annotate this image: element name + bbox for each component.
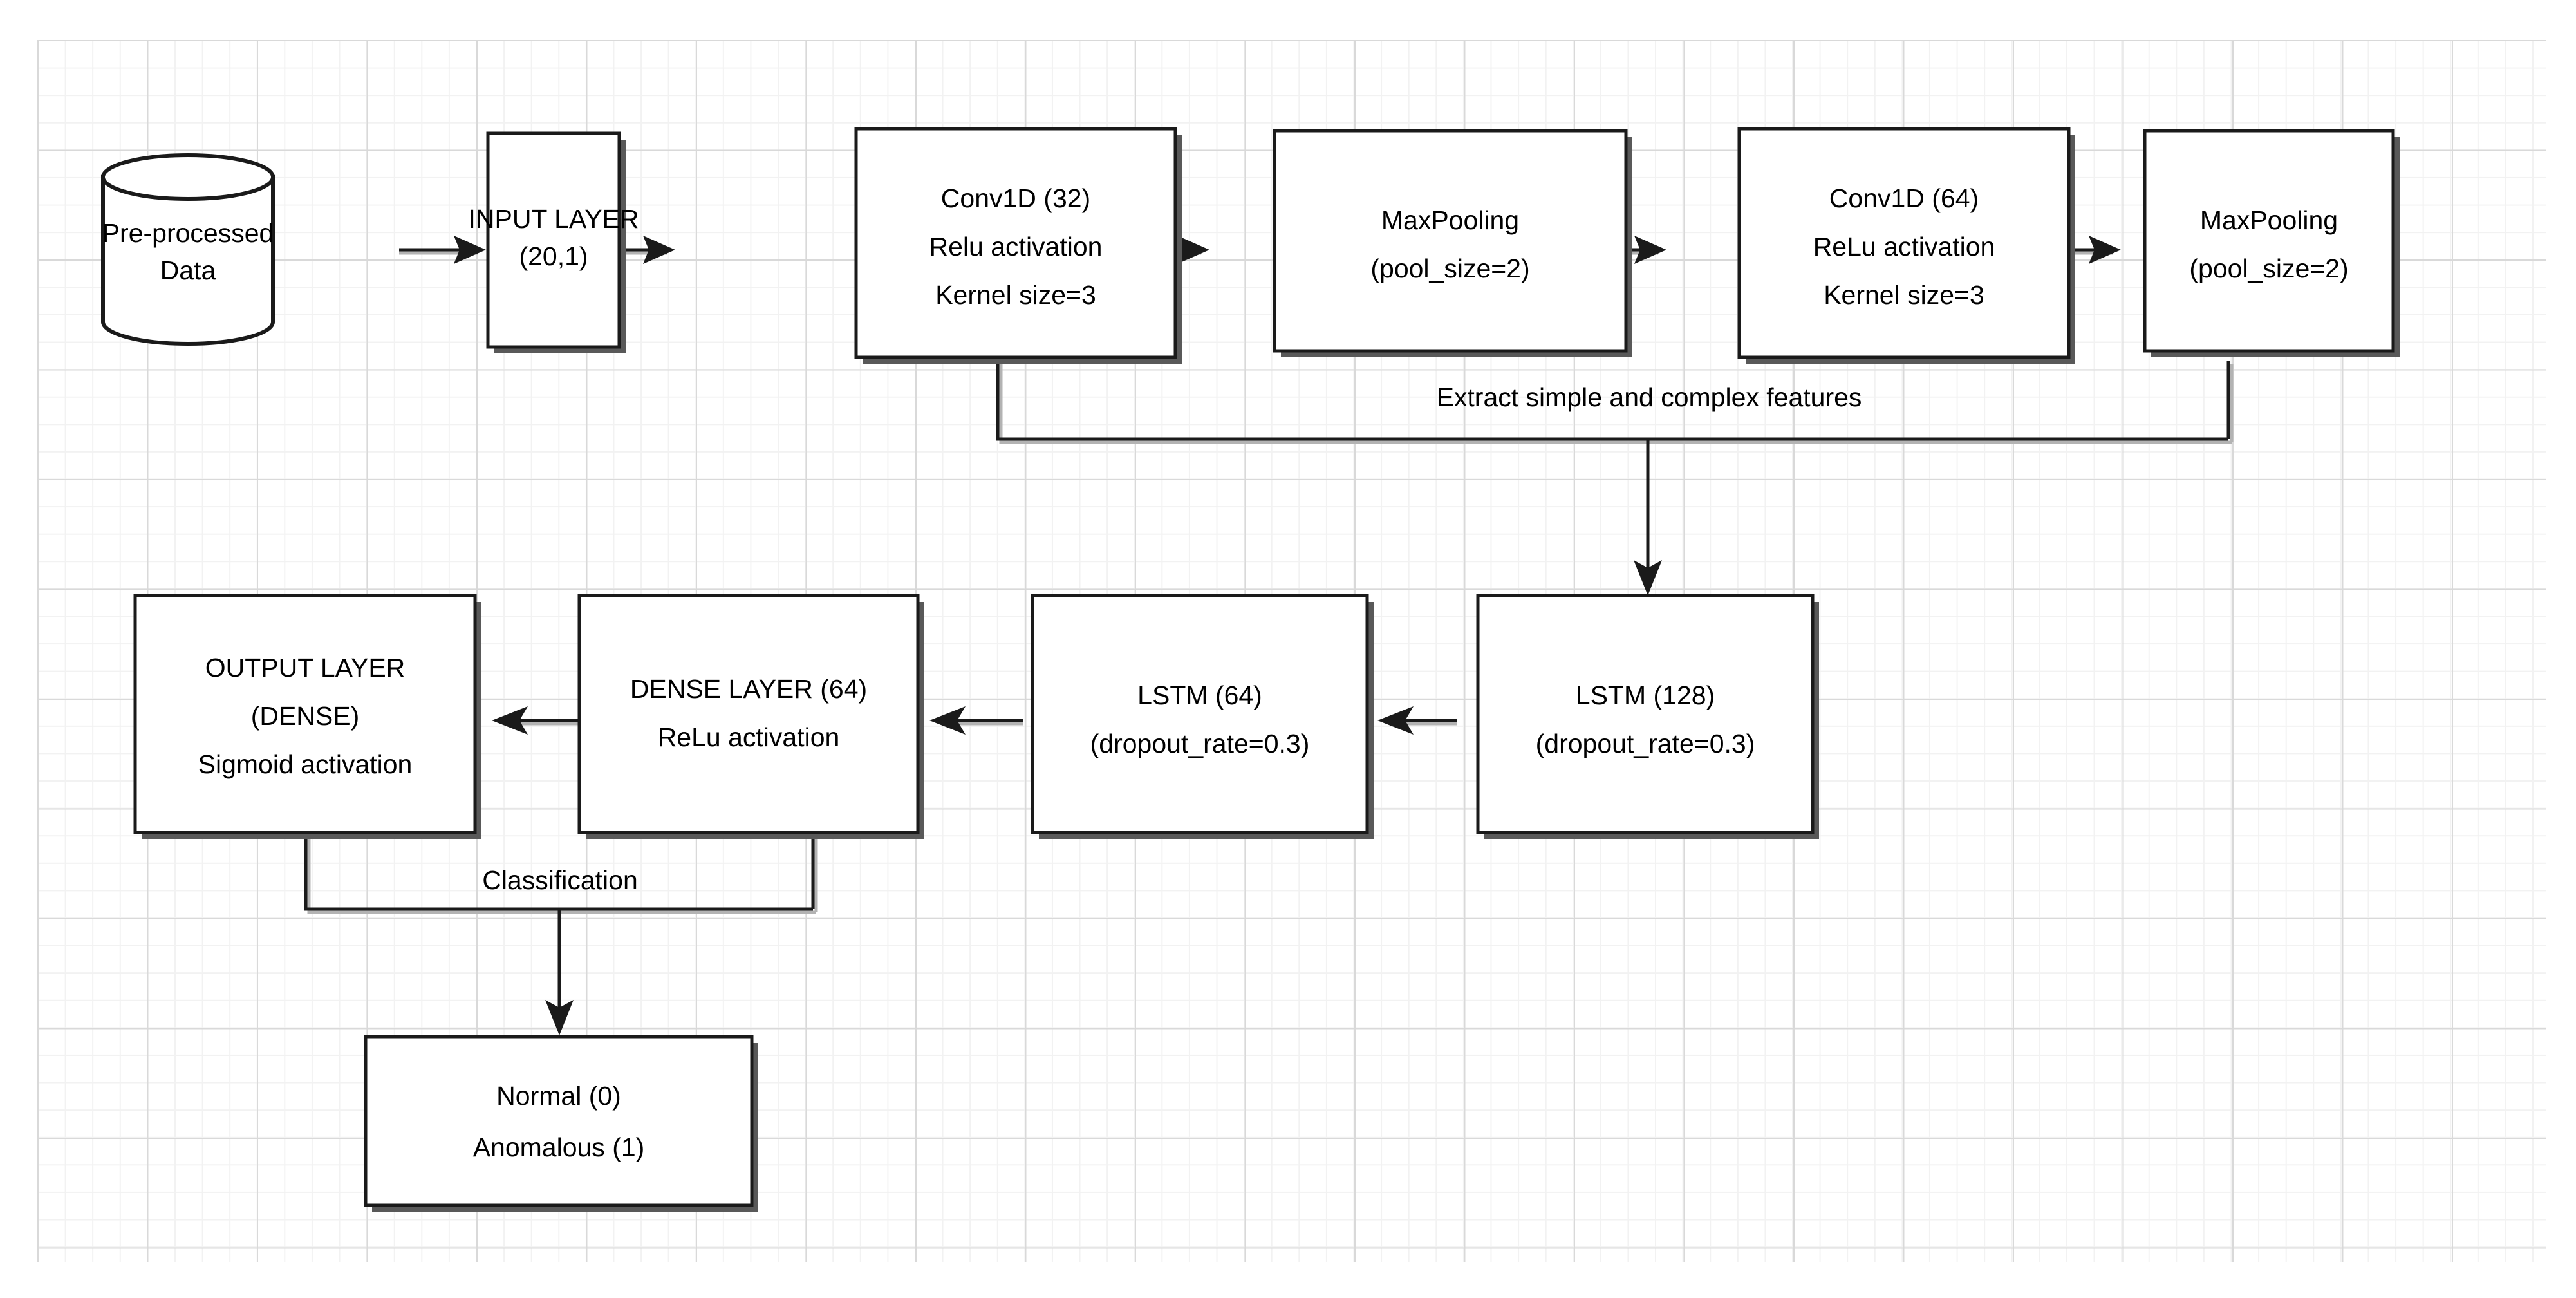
edge-data-to-input (399, 236, 486, 264)
edge-feature-bus (996, 361, 2234, 596)
node-conv1d-64-line-1: ReLu activation (1813, 232, 1995, 261)
node-lstm-64-line-1: (dropout_rate=0.3) (1090, 729, 1310, 758)
node-classes[interactable]: Normal (0) Anomalous (1) (364, 1035, 758, 1212)
node-input-layer[interactable]: INPUT LAYER (20,1) (468, 131, 639, 353)
edge-lstm64-to-dense (929, 706, 1023, 735)
node-maxpooling-1-line-1: (pool_size=2) (1370, 254, 1529, 283)
node-classes-line-0: Normal (0) (496, 1081, 621, 1111)
edge-input-to-conv1 (622, 236, 675, 264)
node-maxpooling-2[interactable]: MaxPooling (pool_size=2) (2143, 129, 2400, 357)
node-maxpooling-1-line-0: MaxPooling (1381, 205, 1519, 235)
node-preprocessed-data-line-0: Pre-processed (102, 218, 274, 248)
node-output-layer-line-1: (DENSE) (251, 701, 360, 731)
node-classes-line-1: Anomalous (1) (473, 1133, 645, 1162)
edge-pool1-to-conv2 (1629, 236, 1666, 264)
node-lstm-128-line-1: (dropout_rate=0.3) (1536, 729, 1755, 758)
edge-conv2-to-pool2 (2071, 236, 2121, 264)
node-lstm-64-line-0: LSTM (64) (1137, 681, 1262, 710)
node-conv1d-64-line-0: Conv1D (64) (1829, 183, 1979, 213)
edge-label-classification: Classification (482, 865, 638, 895)
node-dense-layer-64-line-0: DENSE LAYER (64) (630, 674, 867, 704)
node-conv1d-32[interactable]: Conv1D (32) Relu activation Kernel size=… (854, 127, 1182, 364)
node-conv1d-64-line-2: Kernel size=3 (1824, 280, 1984, 310)
node-maxpooling-1[interactable]: MaxPooling (pool_size=2) (1273, 129, 1632, 357)
node-dense-layer-64[interactable]: DENSE LAYER (64) ReLu activation (577, 594, 924, 839)
node-lstm-64[interactable]: LSTM (64) (dropout_rate=0.3) (1031, 594, 1374, 839)
edge-lstm128-to-lstm64 (1377, 706, 1457, 735)
node-preprocessed-data[interactable]: Pre-processed Data (101, 153, 275, 346)
node-lstm-128-line-0: LSTM (128) (1576, 681, 1715, 710)
node-dense-layer-64-line-1: ReLu activation (658, 722, 840, 752)
node-output-layer[interactable]: OUTPUT LAYER (DENSE) Sigmoid activation (133, 594, 481, 839)
node-conv1d-64[interactable]: Conv1D (64) ReLu activation Kernel size=… (1737, 127, 2075, 364)
node-preprocessed-data-line-1: Data (160, 256, 216, 285)
node-input-layer-line-1: (20,1) (519, 241, 588, 271)
edge-dense-to-output (492, 706, 578, 735)
node-lstm-128[interactable]: LSTM (128) (dropout_rate=0.3) (1476, 594, 1819, 839)
edge-label-features: Extract simple and complex features (1437, 382, 1862, 412)
node-conv1d-32-line-0: Conv1D (32) (941, 183, 1090, 213)
node-conv1d-32-line-2: Kernel size=3 (935, 280, 1096, 310)
node-maxpooling-2-line-1: (pool_size=2) (2189, 254, 2348, 283)
node-output-layer-line-2: Sigmoid activation (198, 749, 413, 779)
node-input-layer-line-0: INPUT LAYER (468, 204, 639, 234)
node-output-layer-line-0: OUTPUT LAYER (205, 653, 406, 682)
node-conv1d-32-line-1: Relu activation (929, 232, 1103, 261)
edge-classification-bus (304, 831, 818, 1035)
node-maxpooling-2-line-0: MaxPooling (2200, 205, 2338, 235)
